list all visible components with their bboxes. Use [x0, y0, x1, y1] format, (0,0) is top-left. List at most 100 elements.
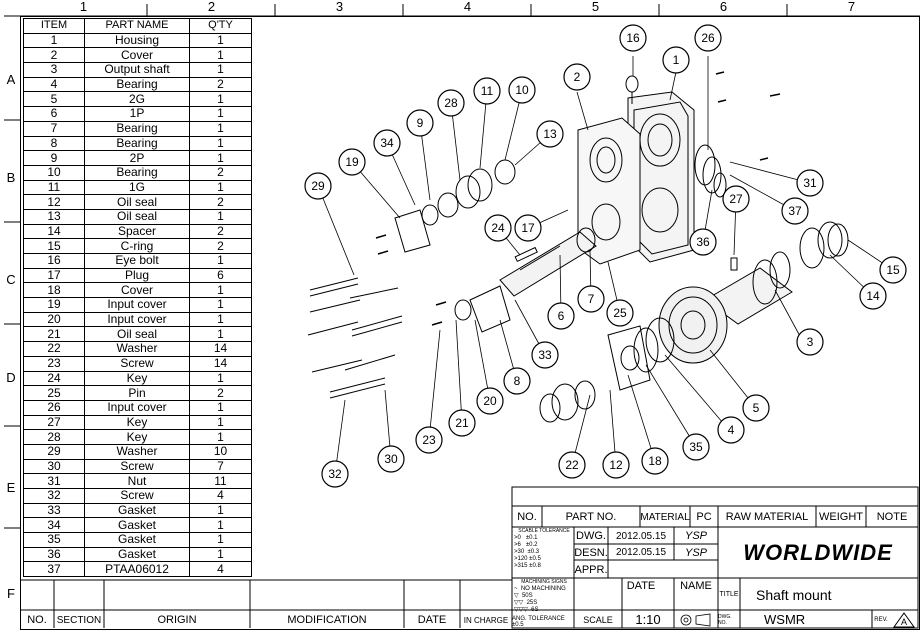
bom-quantity: 1: [189, 282, 252, 299]
callout-circle: [338, 148, 366, 176]
callout-circle: [859, 282, 887, 310]
callout-number: 7: [588, 292, 595, 306]
pinion-shaft-part: [499, 227, 597, 297]
column-label: 1: [79, 0, 88, 14]
callout-number: 21: [455, 416, 469, 430]
tolerance-row: >30 ±0.3: [514, 549, 540, 555]
dwg-date: 2012.05.15: [615, 530, 667, 542]
callout-circle: [641, 447, 669, 475]
bom-quantity: 1: [189, 297, 252, 313]
callout-bubble: 25: [606, 299, 634, 327]
callout-circle: [694, 24, 722, 52]
bom-quantity: 1: [189, 311, 252, 328]
callout-number: 5: [753, 401, 760, 415]
bearing-cover-stack: [607, 317, 675, 391]
machining-title: MACHINING SIGNS: [521, 579, 567, 585]
tb-ang-tolerance: ANG. TOLERANCE ±0.5: [512, 615, 565, 628]
callout-bubble: 34: [373, 129, 401, 157]
callout-number: 25: [613, 306, 627, 320]
date-label: DATE: [626, 580, 656, 592]
callout-bubble: 30: [377, 445, 405, 473]
tolerance-row: >6 ±0.2: [514, 542, 538, 548]
callout-bubble: 15: [879, 256, 907, 284]
rev-section-header: SECTION: [56, 614, 102, 626]
bom-part-name: Input cover: [84, 399, 190, 416]
scale-value: 1:10: [635, 612, 661, 627]
callout-bubble: 3: [796, 328, 824, 356]
callout-circle: [577, 285, 605, 313]
callout-circle: [619, 24, 647, 52]
small-bolts: [375, 71, 781, 326]
row-label: B: [6, 170, 16, 185]
callout-number: 10: [515, 83, 529, 97]
callout-number: 28: [444, 96, 458, 110]
rev-no-header: NO.: [27, 614, 47, 626]
bom-quantity: 1: [189, 326, 252, 343]
bom-part-name: Bearing: [84, 76, 190, 93]
row-label: E: [6, 480, 16, 495]
callout-number: 23: [422, 433, 436, 447]
tolerance-row: >0 ±0.1: [514, 535, 538, 541]
bom-quantity: 1: [189, 370, 252, 387]
callout-circle: [879, 256, 907, 284]
callout-number: 14: [866, 289, 880, 303]
bom-part-name: Nut: [84, 473, 190, 489]
bom-header-row: ITEM PART NAME Q'TY: [23, 18, 252, 34]
dwg-sign: YSP: [684, 530, 707, 542]
rev-triangle-icon: A: [890, 611, 918, 628]
bom-quantity: 1: [189, 32, 252, 49]
callout-number: 36: [696, 235, 710, 249]
tb-no-header: NO.: [517, 511, 537, 523]
callout-bubble: 33: [531, 341, 559, 369]
callout-circle: [508, 76, 536, 104]
callout-number: 8: [514, 374, 521, 388]
callout-bubble: 1: [662, 46, 690, 74]
callout-circle: [662, 46, 690, 74]
bom-part-name: Gasket: [84, 517, 190, 534]
callout-circle: [503, 367, 531, 395]
callout-bubble: 20: [476, 387, 504, 415]
column-label: 3: [335, 0, 344, 14]
tb-raw-material-header: RAW MATERIAL: [725, 511, 809, 523]
column-label: 6: [719, 0, 728, 14]
callout-circle: [473, 77, 501, 105]
rev-in-charge-header: IN CHARGE: [463, 615, 509, 625]
callout-bubble: 37: [781, 197, 809, 225]
row-label: D: [6, 370, 16, 385]
bom-part-name: PTAA06012: [84, 561, 190, 578]
cover-part: [577, 117, 641, 265]
callout-circle: [689, 228, 717, 256]
callout-circle: [448, 409, 476, 437]
bom-part-name: Housing: [84, 32, 190, 49]
bom-quantity: 7: [189, 458, 252, 475]
bom-part-name: Bearing: [84, 120, 190, 137]
callout-circle: [563, 63, 591, 91]
tb-pc-header: PC: [696, 511, 712, 523]
row-label: C: [6, 272, 16, 287]
callout-bubble: 13: [536, 120, 564, 148]
callout-bubble: 24: [484, 214, 512, 242]
bom-quantity: 1: [189, 106, 252, 122]
callout-number: 22: [565, 458, 579, 472]
bom-item-number: 34: [23, 517, 85, 534]
callout-bubble: 32: [321, 460, 349, 488]
column-label: 7: [847, 0, 856, 14]
callout-bubble: 17: [514, 214, 542, 242]
callout-circle: [722, 185, 750, 213]
output-shaft-part: [704, 221, 849, 325]
